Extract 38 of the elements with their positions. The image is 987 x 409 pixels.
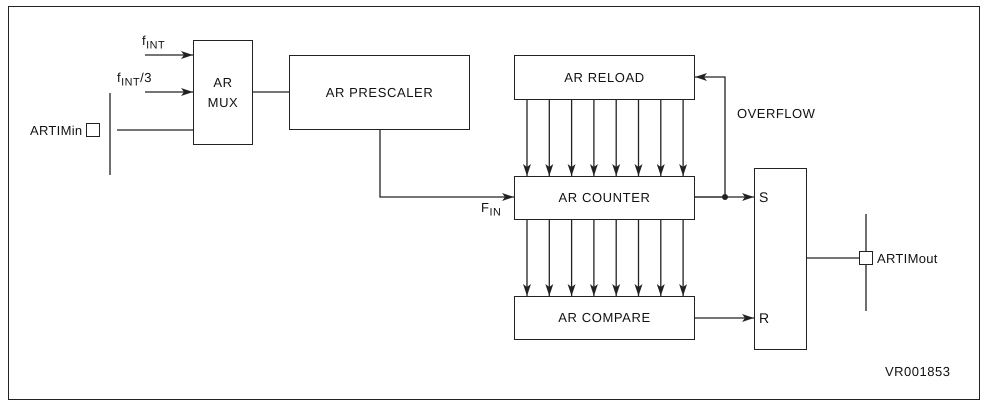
arrow — [545, 100, 554, 176]
arrow — [634, 100, 642, 176]
arrow — [679, 100, 688, 176]
block-label: AR MUX — [206, 74, 240, 112]
arrow — [545, 220, 554, 296]
arrow — [656, 100, 665, 176]
function-block — [514, 296, 695, 340]
arrow — [695, 73, 726, 198]
port-label: R — [759, 310, 770, 326]
function-block — [514, 176, 695, 220]
pin-name: ARTIMin — [30, 122, 82, 138]
sr-latch — [754, 168, 807, 350]
pin-name: ARTIMout — [877, 250, 938, 266]
arrow — [612, 220, 620, 296]
port-label: S — [759, 189, 768, 205]
pin-label — [30, 123, 100, 137]
arrow — [695, 314, 754, 322]
block-label: AR COMPARE — [558, 309, 651, 328]
block-label: AR COUNTER — [558, 189, 650, 208]
arrow — [379, 130, 514, 201]
arrow — [590, 100, 598, 176]
arrow — [612, 100, 620, 176]
block-label: AR RELOAD — [564, 68, 645, 87]
arrow — [634, 220, 642, 296]
block-label: AR PRESCALER — [326, 84, 434, 102]
arrow — [145, 51, 193, 59]
arrow — [568, 100, 576, 176]
arrow — [679, 220, 688, 296]
function-block — [193, 40, 253, 145]
pin-label — [859, 251, 938, 265]
function-block — [289, 55, 470, 130]
arrow — [523, 100, 531, 176]
arrow — [590, 220, 598, 296]
function-block — [514, 55, 695, 100]
arrow — [145, 88, 193, 96]
arrow — [656, 220, 665, 296]
arrow — [568, 220, 576, 296]
arrow — [523, 220, 531, 296]
